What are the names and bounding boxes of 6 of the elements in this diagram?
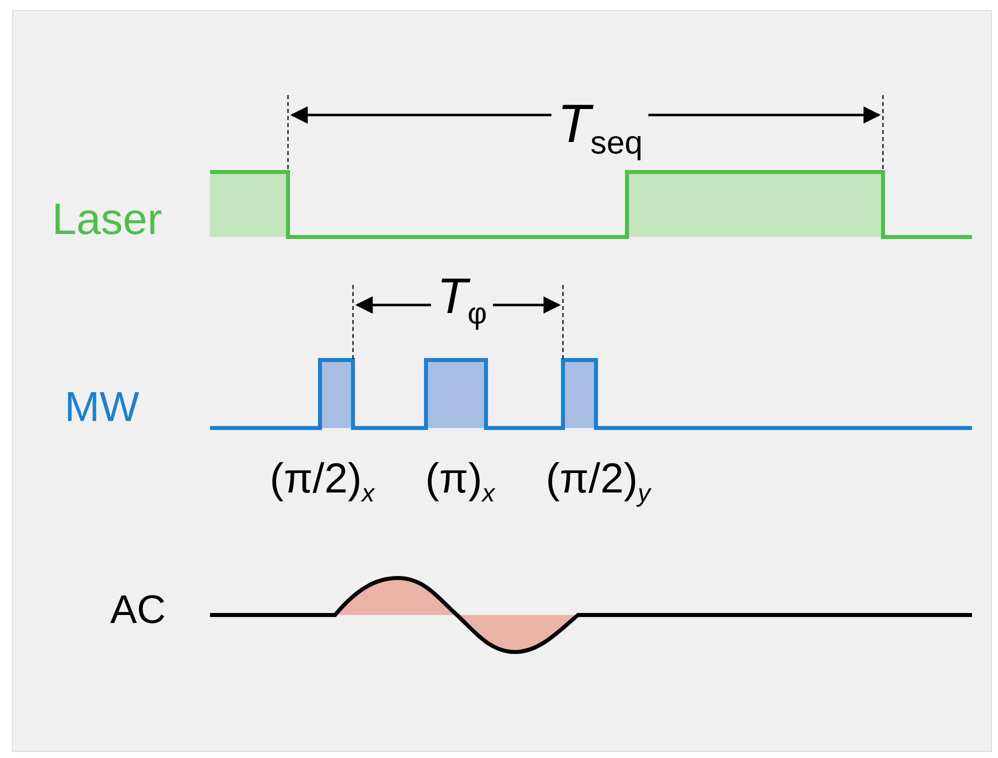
pulse-label: (π)$_{x}$ bbox=[425, 458, 495, 506]
signal-label: MW bbox=[64, 386, 140, 428]
signal-label: AC bbox=[110, 590, 166, 630]
pulse-label: (π/2)$_{y}$ bbox=[546, 458, 650, 506]
signal-label: Laser bbox=[52, 198, 162, 242]
pulse-label: (π/2)$_{x}$ bbox=[270, 458, 374, 506]
